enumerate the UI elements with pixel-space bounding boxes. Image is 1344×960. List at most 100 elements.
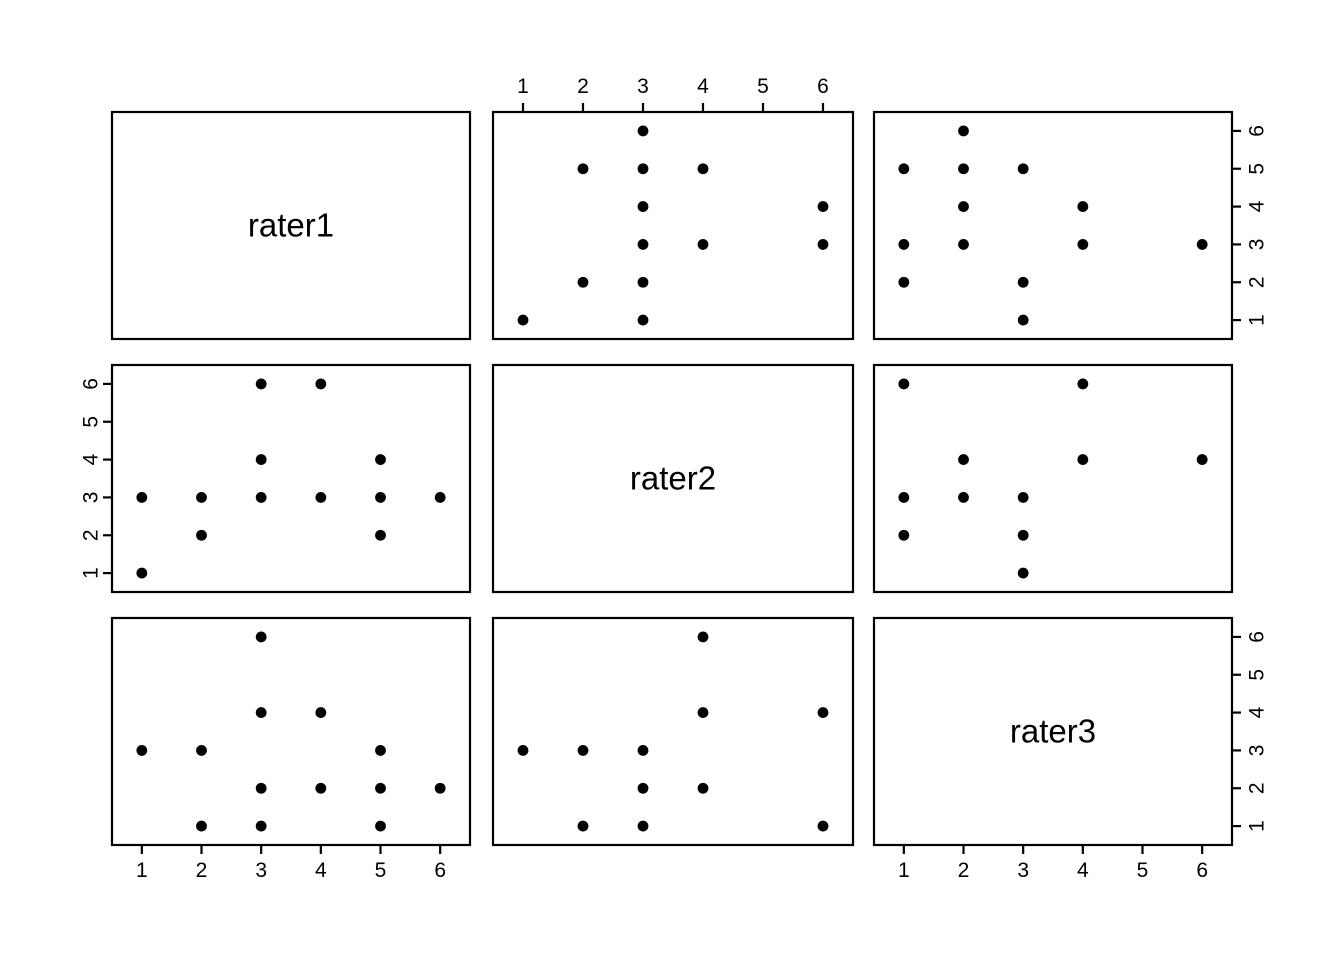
axis-tick-label: 1 (1246, 314, 1269, 326)
data-point (958, 201, 969, 212)
data-point (255, 631, 267, 643)
panel-r2-c2: rater2 (491, 363, 855, 594)
data-point (1077, 239, 1089, 250)
data-point (637, 745, 649, 756)
data-point (255, 454, 267, 465)
data-point (898, 378, 910, 390)
data-point (136, 492, 148, 503)
data-point (1077, 201, 1089, 212)
data-point (817, 707, 829, 718)
axis-tick-label: 6 (434, 859, 446, 882)
data-point (1017, 276, 1029, 288)
data-point (375, 454, 386, 465)
data-point (697, 239, 709, 250)
data-point (255, 707, 267, 718)
data-point (434, 782, 446, 794)
data-point (196, 820, 207, 832)
axis-tick-label: 5 (375, 859, 387, 882)
data-point (375, 820, 386, 832)
data-point (697, 707, 709, 718)
data-point (375, 529, 386, 541)
data-point (1017, 163, 1029, 175)
data-point (958, 163, 969, 175)
data-point (1077, 378, 1089, 390)
data-point (817, 239, 829, 250)
data-point (1196, 239, 1208, 250)
axis-tick-label: 6 (1196, 859, 1208, 882)
data-point (375, 782, 386, 794)
data-point (637, 820, 649, 832)
data-point (1017, 314, 1029, 326)
axis-tick-label: 4 (315, 859, 327, 882)
data-point (315, 782, 327, 794)
axis-tick-label: 3 (1246, 239, 1269, 251)
axis-tick-label: 3 (1246, 745, 1269, 757)
data-point (637, 125, 649, 137)
panel-r2-c3 (872, 363, 1234, 594)
axis-tick-label: 3 (1017, 859, 1029, 882)
diagonal-variable-label: rater2 (630, 460, 716, 497)
axis-tick-label: 4 (80, 453, 103, 465)
data-point (196, 529, 207, 541)
panel-r3-c2 (491, 616, 855, 847)
data-point (577, 745, 589, 756)
data-point (315, 492, 327, 503)
data-point (255, 782, 267, 794)
axis-tick-label: 5 (757, 75, 769, 98)
axis-tick-label: 3 (255, 859, 267, 882)
axis-tick-label: 2 (1246, 782, 1269, 794)
data-point (1077, 454, 1089, 465)
data-point (255, 820, 267, 832)
data-point (136, 745, 148, 756)
panel-r1-c1: rater1 (110, 110, 472, 341)
data-point (637, 239, 649, 250)
panel-r3-c3: rater3 (872, 616, 1234, 847)
panel-r3-c1 (110, 616, 472, 847)
data-point (697, 631, 709, 643)
axis-tick-label: 1 (898, 859, 910, 882)
data-point (1017, 567, 1029, 579)
data-point (817, 820, 829, 832)
data-point (898, 276, 910, 288)
data-point (434, 492, 446, 503)
axis-tick-label: 4 (1077, 859, 1089, 882)
data-point (1196, 454, 1208, 465)
axis-bottom-column-1: 1 2 3 4 5 6 (136, 845, 446, 882)
data-point (898, 492, 910, 503)
axis-tick-label: 2 (80, 529, 103, 541)
axis-tick-label: 1 (1246, 820, 1269, 832)
axis-tick-label: 2 (196, 859, 208, 882)
axis-tick-label: 2 (958, 859, 970, 882)
panel-frame (110, 616, 472, 847)
data-point (958, 239, 969, 250)
diagonal-variable-label: rater3 (1010, 713, 1096, 750)
data-point (375, 745, 386, 756)
data-point (1017, 529, 1029, 541)
axis-tick-label: 6 (1246, 631, 1269, 643)
data-point (577, 163, 589, 175)
data-point (637, 276, 649, 288)
data-point (898, 163, 910, 175)
panel-frame (110, 363, 472, 594)
data-point (817, 201, 829, 212)
panel-r1-c3 (872, 110, 1234, 341)
axis-tick-label: 1 (136, 859, 148, 882)
panel-r1-c2 (491, 110, 855, 341)
data-point (697, 782, 709, 794)
data-point (637, 163, 649, 175)
axis-tick-label: 3 (637, 75, 649, 98)
panel-frame (491, 616, 855, 847)
data-point (898, 239, 910, 250)
data-point (637, 782, 649, 794)
data-point (255, 492, 267, 503)
panel-frame (872, 363, 1234, 594)
panel-frame (872, 110, 1234, 341)
panel-frame (491, 363, 855, 594)
panel-frame (110, 110, 472, 341)
data-point (136, 567, 148, 579)
data-point (315, 378, 327, 390)
